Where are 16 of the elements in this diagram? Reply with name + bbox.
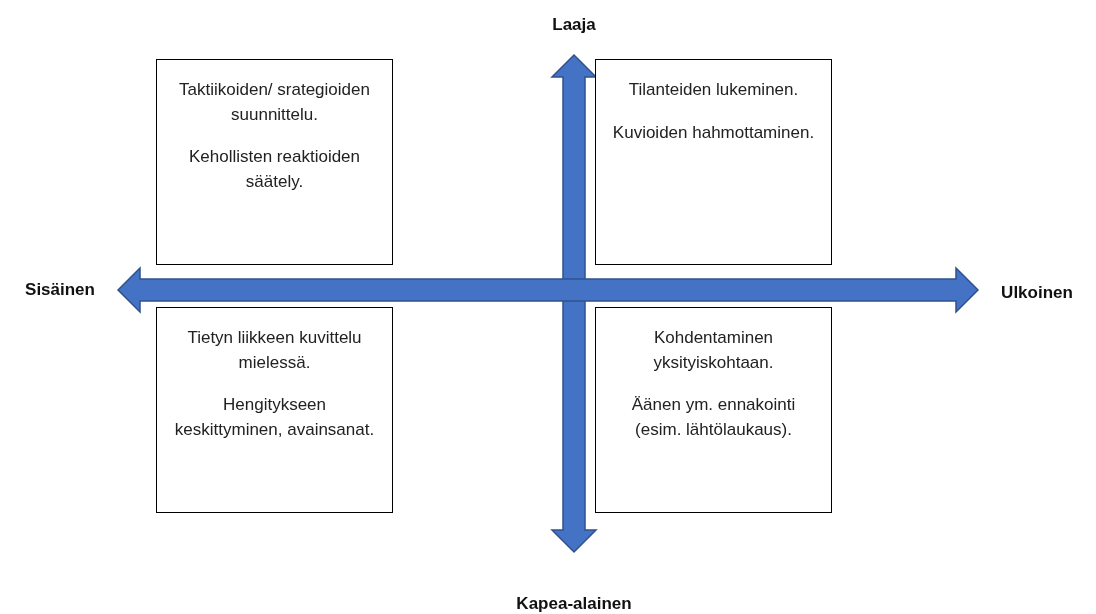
box-text: Tietyn liikkeen kuvittelu mielessä.	[186, 327, 363, 374]
text-box	[156, 307, 393, 513]
box-text: Äänen ym. ennakointi (esim. lähtölaukaus).	[630, 394, 797, 441]
axis-label: Laaja	[552, 15, 596, 35]
text-box	[595, 59, 832, 265]
axis-label: Kapea-alainen	[516, 594, 632, 614]
box-text: Kehollisten reaktioiden säätely.	[187, 146, 362, 193]
box-text: Kuvioiden hahmottaminen.	[611, 121, 816, 144]
box-text: Kohdentaminen yksityiskohtaan.	[652, 327, 775, 374]
axis-label: Ulkoinen	[1001, 283, 1073, 303]
box-text: Tilanteiden lukeminen.	[627, 79, 800, 101]
text-box	[595, 307, 832, 513]
text-box	[156, 59, 393, 265]
axis-label: Sisäinen	[25, 280, 95, 300]
box-text: Taktiikoiden/ srategioiden suunnittelu.	[178, 79, 371, 126]
box-text: Hengitykseen keskittyminen, avainsanat.	[173, 394, 376, 441]
